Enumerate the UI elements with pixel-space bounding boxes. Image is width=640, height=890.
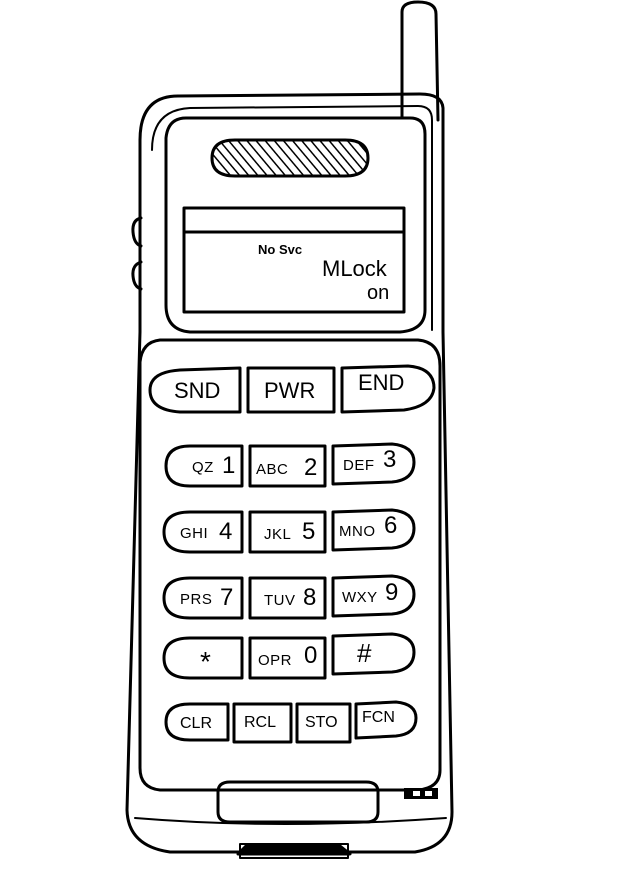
key-5-letters: JKL [264, 526, 292, 543]
function-button[interactable]: FCN [356, 702, 416, 738]
key-0-digit: 0 [304, 642, 318, 669]
star-key[interactable]: * [164, 638, 242, 678]
key-3[interactable]: DEF 3 [333, 444, 414, 484]
key-2[interactable]: ABC 2 [250, 446, 325, 486]
key-2-digit: 2 [304, 454, 318, 481]
earpiece-icon [210, 138, 370, 178]
key-3-digit: 3 [383, 446, 397, 473]
display-bezel [164, 116, 427, 334]
key-9-digit: 9 [385, 579, 399, 606]
key-8[interactable]: TUV 8 [250, 578, 325, 618]
key-7-letters: PRS [180, 591, 213, 608]
key-2-letters: ABC [256, 461, 289, 478]
function-button-label: FCN [362, 709, 395, 726]
key-6-digit: 6 [384, 512, 398, 539]
hash-key-label: # [357, 638, 372, 668]
key-1-digit: 1 [222, 452, 236, 479]
key-5[interactable]: JKL 5 [250, 512, 325, 552]
key-0-letters: OPR [258, 652, 293, 669]
key-4[interactable]: GHI 4 [164, 512, 242, 552]
store-button-label: STO [305, 714, 338, 731]
key-7-digit: 7 [220, 584, 234, 611]
store-button[interactable]: STO [297, 704, 350, 742]
key-5-digit: 5 [302, 518, 316, 545]
end-button-label: END [358, 370, 405, 395]
display-status-text: No Svc [258, 242, 303, 257]
side-button-upper [131, 216, 143, 248]
end-button[interactable]: END [342, 366, 434, 412]
key-4-digit: 4 [219, 518, 233, 545]
clear-button[interactable]: CLR [166, 704, 228, 740]
battery-icon [404, 788, 438, 799]
hash-key[interactable]: # [333, 634, 414, 674]
key-0[interactable]: OPR 0 [250, 638, 325, 678]
power-button[interactable]: PWR [248, 368, 334, 412]
key-9-letters: WXY [342, 589, 378, 606]
star-key-label: * [200, 646, 211, 677]
antenna-icon [400, 0, 440, 122]
key-1-letters: QZ [192, 459, 214, 476]
display-line-2: on [367, 282, 390, 304]
key-6[interactable]: MNO 6 [333, 510, 414, 550]
microphone-icon [216, 780, 380, 824]
recall-button-label: RCL [244, 714, 277, 731]
clear-button-label: CLR [180, 715, 213, 732]
key-8-digit: 8 [303, 584, 317, 611]
key-7[interactable]: PRS 7 [164, 578, 242, 618]
power-button-label: PWR [264, 378, 316, 403]
charging-contact-icon [236, 843, 352, 859]
key-3-letters: DEF [343, 457, 375, 474]
key-9[interactable]: WXY 9 [333, 576, 414, 616]
key-1[interactable]: QZ 1 [166, 446, 242, 486]
recall-button[interactable]: RCL [234, 704, 291, 742]
send-button[interactable]: SND [150, 368, 242, 414]
key-4-letters: GHI [180, 525, 209, 542]
send-button-label: SND [174, 378, 221, 403]
key-8-letters: TUV [264, 592, 296, 609]
side-button-lower [131, 260, 143, 291]
display-line-1: MLock [322, 256, 387, 281]
display-screen [182, 206, 406, 314]
key-6-letters: MNO [339, 523, 376, 540]
